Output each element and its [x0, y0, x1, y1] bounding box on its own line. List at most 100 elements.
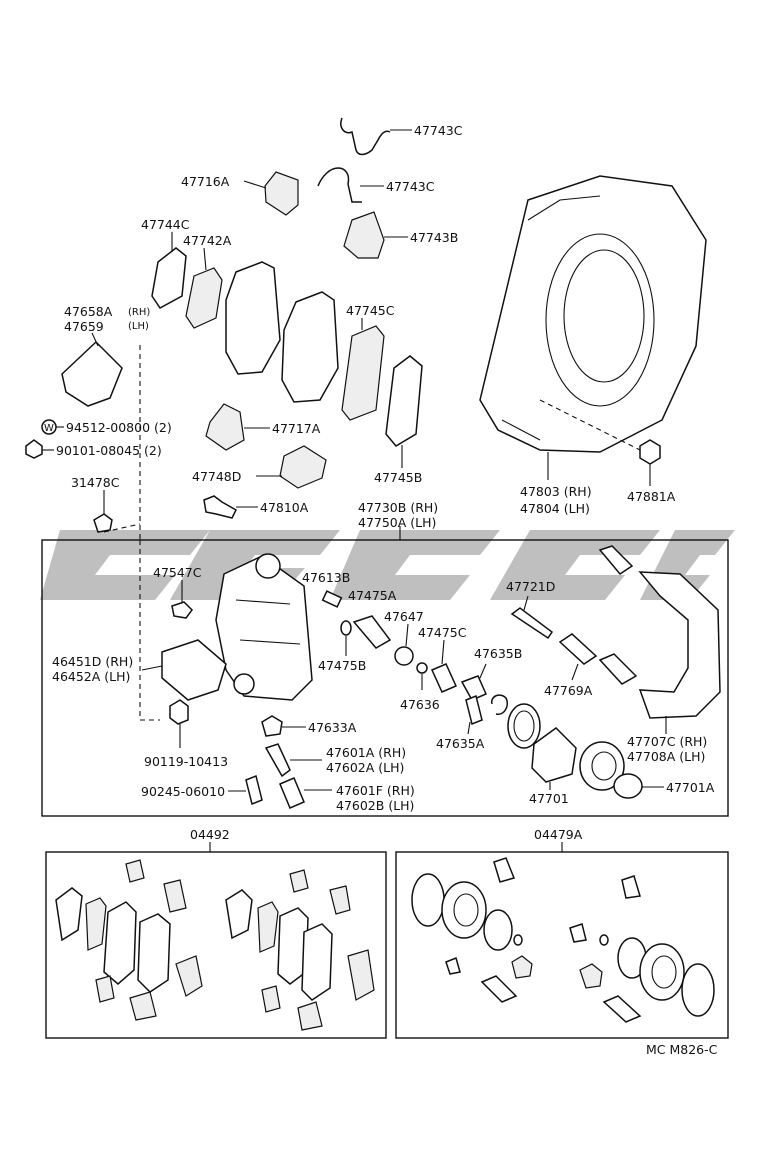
label-47769a: 47769A	[544, 683, 593, 698]
clip-47635a	[465, 694, 483, 726]
slide-pin-47721d	[510, 607, 554, 640]
bolt-90119	[169, 699, 189, 725]
piston-seal-inner	[513, 710, 535, 742]
spring-47743b	[343, 211, 385, 259]
leader-47721d	[523, 595, 529, 611]
label-47633a: 47633A	[308, 720, 357, 735]
brake-pad-outer	[225, 261, 281, 375]
label-47701: 47701	[529, 791, 569, 806]
label-47748d: 47748D	[192, 469, 241, 484]
piston-boot	[579, 741, 625, 791]
label-47547c: 47547C	[153, 565, 202, 580]
leader-47769a	[571, 663, 579, 681]
bolt-90245	[245, 774, 263, 806]
washer-symbol: W	[44, 423, 54, 434]
dash-mount-2	[103, 523, 141, 533]
label-47701a: 47701A	[666, 780, 715, 795]
leader-47742a	[203, 247, 207, 271]
label-47659-side: (LH)	[128, 321, 149, 332]
boot-pin-lower	[598, 653, 638, 685]
shim-47745b	[385, 355, 423, 447]
label-47742a: 47742A	[183, 233, 232, 248]
kit-04479a-contents	[411, 857, 715, 1023]
label-47613b: 47613B	[302, 570, 350, 585]
kit-04492-contents	[55, 859, 375, 1031]
shim-47742a	[185, 267, 223, 329]
label-47601f: 47601F (RH)	[336, 783, 415, 798]
bolt-47810a	[203, 495, 237, 519]
bolt-47547c	[171, 601, 193, 619]
label-47647: 47647	[384, 609, 424, 624]
leader-46451d	[141, 665, 163, 671]
diagram-code: MC M826-C	[646, 1042, 718, 1057]
bracket-47707c	[638, 571, 721, 719]
washer-47636	[416, 662, 428, 674]
clip-47743c-upper	[340, 117, 391, 156]
label-47810a: 47810A	[260, 500, 309, 515]
label-47635a: 47635A	[436, 736, 485, 751]
label-47601a: 47601A (RH)	[326, 745, 406, 760]
leader-47635b	[479, 663, 487, 679]
label-47475b: 47475B	[318, 658, 366, 673]
piston-47701	[531, 727, 577, 783]
label-47717a: 47717A	[272, 421, 321, 436]
label-47707c: 47707C (RH)	[627, 734, 707, 749]
label-47659: 47659	[64, 319, 104, 334]
label-47635b: 47635B	[474, 646, 522, 661]
snap-ring	[491, 694, 508, 715]
label-94512: 94512-00800 (2)	[66, 420, 172, 435]
leader-47647	[405, 623, 409, 647]
label-47602b: 47602B (LH)	[336, 798, 414, 813]
pin-47601f	[279, 777, 305, 809]
label-47475a: 47475A	[348, 588, 397, 603]
clip-47743c-lower	[317, 167, 362, 203]
label-47716a: 47716A	[181, 174, 230, 189]
label-47721d: 47721D	[506, 579, 555, 594]
label-90101: 90101-08045 (2)	[56, 443, 162, 458]
pin-47613b	[321, 590, 343, 608]
leader-dust-shield-dash	[539, 399, 641, 451]
label-47658a: 47658A	[64, 304, 113, 319]
dash-mount-3	[139, 540, 160, 721]
label-47803: 47803 (RH)	[520, 484, 592, 499]
label-47475c: 47475C	[418, 625, 467, 640]
label-47658a-side: (RH)	[128, 307, 150, 318]
shim-clip-47716a	[264, 171, 299, 216]
label-kit-04479a: 04479A	[534, 827, 583, 842]
label-90245: 90245-06010	[141, 784, 225, 799]
label-46452a: 46452A (LH)	[52, 669, 130, 684]
label-47708a: 47708A (LH)	[627, 749, 705, 764]
label-46451d: 46451D (RH)	[52, 654, 133, 669]
leader-47475c	[441, 639, 445, 665]
boot-47635b	[460, 675, 487, 701]
label-47743b: 47743B	[410, 230, 458, 245]
bolt-47881a	[639, 439, 661, 465]
label-47743c-lower: 47743C	[386, 179, 435, 194]
label-47745b: 47745B	[374, 470, 422, 485]
label-90119: 90119-10413	[144, 754, 228, 769]
brake-pad-inner	[281, 291, 339, 403]
label-47744c: 47744C	[141, 217, 190, 232]
label-47745c: 47745C	[346, 303, 395, 318]
caliper-body	[215, 553, 313, 701]
clip-47748d	[279, 445, 327, 489]
label-47602a: 47602A (LH)	[326, 760, 404, 775]
bolt-90101	[25, 439, 43, 459]
ring-47647	[394, 646, 414, 666]
cap-31478c	[93, 513, 113, 533]
kit-04492-frame	[45, 851, 387, 1039]
kit-04479a-frame	[395, 851, 729, 1039]
ring-47701a	[613, 773, 643, 799]
shim-47745c	[341, 325, 385, 421]
bleeder-47601a	[264, 743, 291, 778]
bushing-47769a	[558, 633, 598, 665]
label-kit-04492: 04492	[190, 827, 230, 842]
piston-seal	[507, 703, 541, 749]
piston-boot-inner	[591, 751, 617, 781]
label-47730b: 47730B (RH)	[358, 500, 438, 515]
spring-47475c	[431, 663, 457, 693]
plate-46451d	[161, 639, 227, 701]
caliper-assembly-frame	[41, 539, 729, 817]
dust-shield-47803	[479, 175, 707, 453]
